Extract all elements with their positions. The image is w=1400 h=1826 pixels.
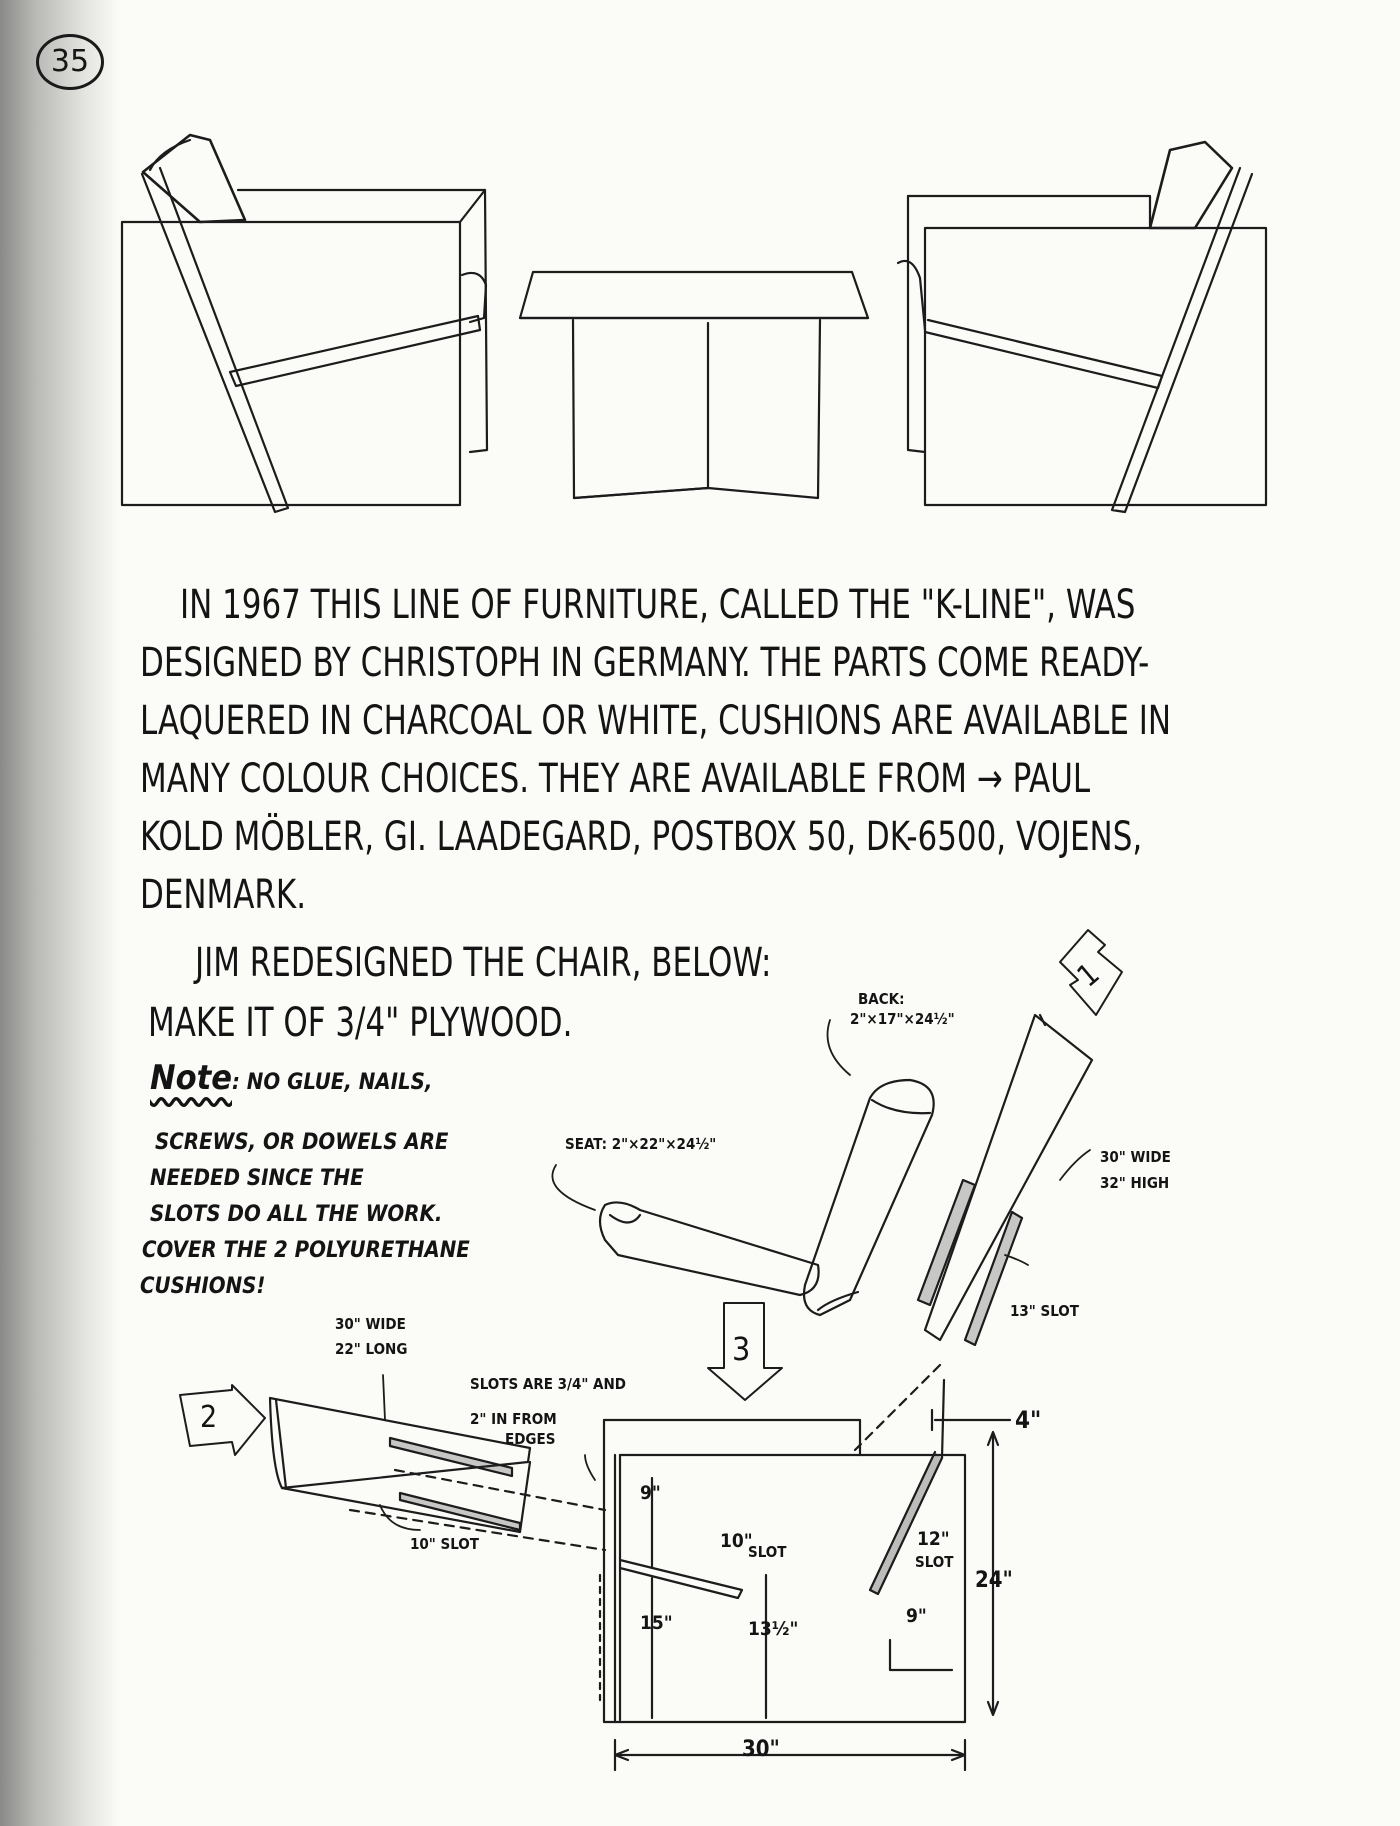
slots-note-line-2: 2" IN FROM [470, 1410, 557, 1428]
note-line-2: NEEDED SINCE THE [150, 1166, 364, 1191]
back-cushion-dims: 2"×17"×24½" [850, 1010, 955, 1028]
right-chair-illustration [896, 140, 1268, 514]
intro-line-6: DENMARK. [140, 872, 307, 918]
back-cushion-drawing [802, 1078, 935, 1317]
note-first-line: : NO GLUE, NAILS, [232, 1070, 433, 1095]
dim-10-slot: SLOT [748, 1543, 787, 1561]
left-chair-illustration [120, 133, 489, 514]
note-line-5: CUSHIONS! [140, 1274, 266, 1299]
dim-9-right: 9" [906, 1605, 927, 1627]
dim-10-number: 10" [720, 1530, 753, 1552]
seat-panel-slot-label: 10" SLOT [410, 1535, 479, 1553]
arrow-3-outline [707, 1302, 783, 1401]
arrow-1-outline [1059, 929, 1123, 1016]
arrow-2-outline [179, 1384, 266, 1456]
table-illustration [518, 270, 870, 500]
intro-line-5: KOLD MÖBLER, GI. LAADEGARD, POSTBOX 50, … [140, 814, 1143, 860]
back-panel-width: 30" WIDE [1100, 1148, 1171, 1166]
page-number: 35 [36, 34, 104, 90]
arrow-2-number: 2 [200, 1400, 218, 1435]
back-panel-height: 32" HIGH [1100, 1174, 1170, 1192]
dim-13-half: 13½" [748, 1618, 799, 1640]
dim-15: 15" [640, 1612, 673, 1634]
dim-9-top: 9" [640, 1482, 661, 1504]
page-gutter-shadow [0, 0, 120, 1826]
arrow-3-number: 3 [732, 1330, 751, 1368]
note-line-3: SLOTS DO ALL THE WORK. [150, 1202, 443, 1227]
seat-panel-width: 30" WIDE [335, 1315, 406, 1333]
assembled-side-view [348, 1363, 1012, 1772]
back-panel-slot-label: 13" SLOT [1010, 1302, 1079, 1320]
dim-24: 24" [975, 1568, 1013, 1593]
intro-line-2: DESIGNED BY CHRISTOPH IN GERMANY. THE PA… [140, 640, 1150, 686]
back-cushion-title: BACK: [858, 990, 905, 1008]
note-line-4: COVER THE 2 POLYURETHANE [142, 1238, 470, 1263]
seat-panel-drawing [268, 1396, 532, 1534]
redesign-line-2: MAKE IT OF 3/4" PLYWOOD. [148, 1000, 573, 1046]
slots-note-line-3: EDGES [505, 1430, 556, 1448]
seat-cushion-label: SEAT: 2"×22"×24½" [565, 1135, 717, 1153]
dim-12-number: 12" [917, 1528, 950, 1550]
redesign-line-1: JIM REDESIGNED THE CHAIR, BELOW: [195, 940, 772, 986]
leader-lines [379, 1019, 1091, 1531]
note-label: Note [150, 1058, 232, 1098]
dim-30: 30" [742, 1737, 780, 1762]
intro-line-4: MANY COLOUR CHOICES. THEY ARE AVAILABLE … [140, 756, 1091, 802]
back-panel-drawing [916, 1013, 1094, 1347]
intro-line-3: LAQUERED IN CHARCOAL or WHITE, CUSHIONS … [140, 698, 1172, 744]
seat-cushion-drawing [598, 1201, 820, 1297]
seat-panel-length: 22" LONG [335, 1340, 408, 1358]
dim-12-slot: SLOT [915, 1553, 954, 1571]
intro-line-1: IN 1967 THIS LINE OF FURNITURE, CALLED T… [180, 582, 1136, 628]
dim-4: 4" [1015, 1406, 1042, 1434]
note-line-1: SCREWS, OR DOWELS ARE [155, 1130, 449, 1155]
slots-note-line-1: SLOTS ARE 3/4" AND [470, 1375, 627, 1393]
note-heading: Note: NO GLUE, NAILS, [150, 1058, 432, 1098]
